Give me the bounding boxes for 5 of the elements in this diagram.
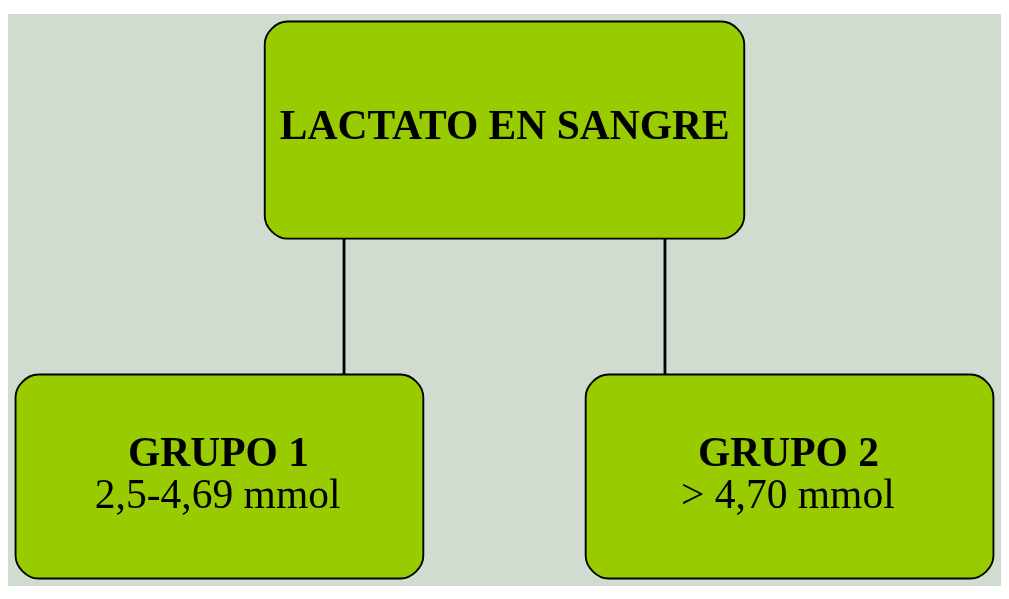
node-box: GRUPO 1 2,5-4,69 mmol — [14, 373, 425, 579]
node-box: GRUPO 2 > 4,70 mmol — [584, 373, 995, 579]
connector — [663, 238, 667, 374]
node-box: LACTATO EN SANGRE — [263, 20, 746, 240]
connector — [342, 238, 346, 374]
